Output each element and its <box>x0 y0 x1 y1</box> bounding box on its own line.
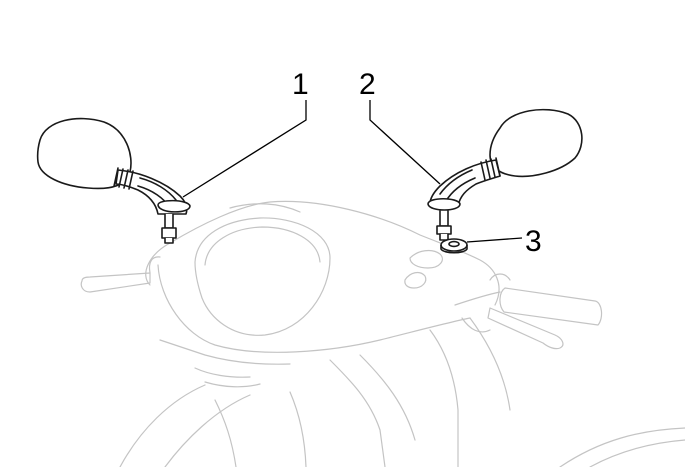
callout-number-3: 3 <box>525 225 542 258</box>
washer-part <box>440 238 468 254</box>
leader-line-3 <box>466 237 523 243</box>
callout-number-1: 1 <box>292 68 309 101</box>
callout-number-2: 2 <box>359 68 376 101</box>
left-mirror-part <box>36 117 191 244</box>
leader-line-2 <box>369 100 441 185</box>
right-mirror-part <box>427 108 583 241</box>
leader-lines <box>182 100 523 243</box>
leader-line-1 <box>182 100 307 198</box>
